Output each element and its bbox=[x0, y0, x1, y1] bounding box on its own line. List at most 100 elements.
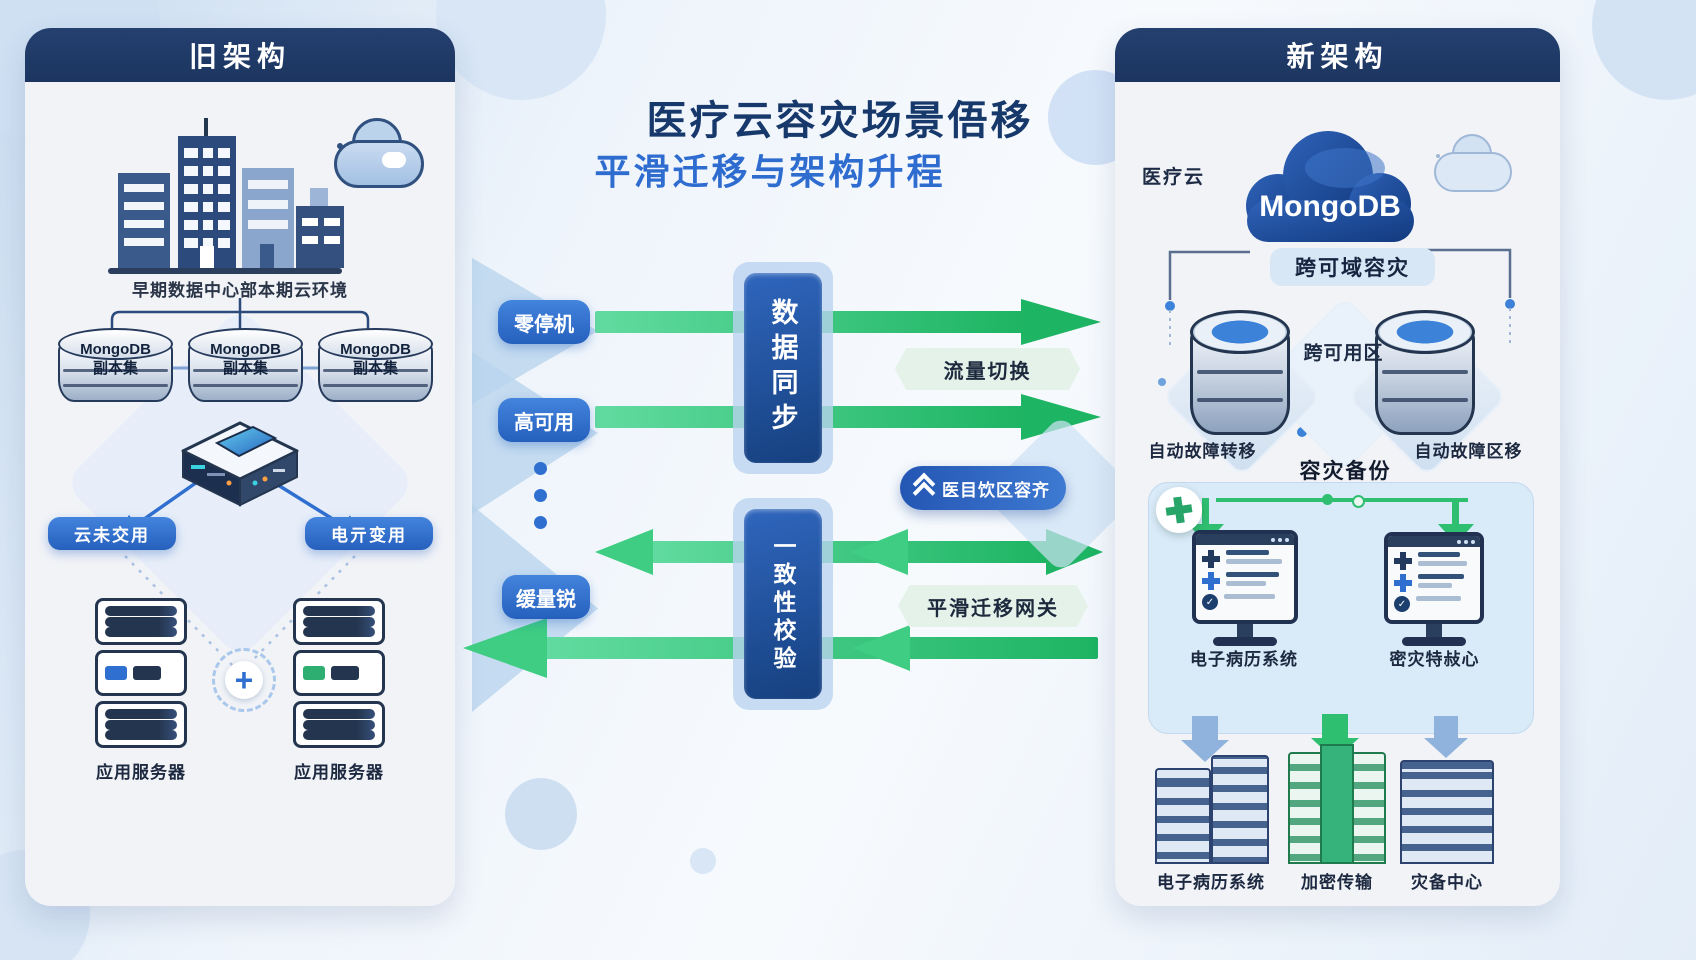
monitor-screen bbox=[1192, 530, 1298, 624]
dr-center-building bbox=[1400, 760, 1494, 864]
gateway-label: 平滑迁移网关 bbox=[898, 585, 1088, 627]
flow-arrow-bidir-mid-head bbox=[850, 529, 908, 575]
bg-circle bbox=[436, 0, 606, 100]
main-title-line2: 平滑迁移与架构升程 bbox=[594, 151, 946, 192]
ellipsis-dot bbox=[534, 516, 547, 529]
old-app-left: 云未交用 bbox=[48, 517, 176, 550]
failover-label-left: 自动故障转移 bbox=[1148, 442, 1257, 461]
hospital-building bbox=[1211, 755, 1269, 864]
cluster-db-right bbox=[1375, 310, 1475, 435]
old-caption: 早期数据中心部本期云环境 bbox=[132, 281, 348, 300]
server-chip bbox=[105, 666, 127, 680]
server-unit-screen bbox=[95, 650, 187, 696]
app-server-label-right: 应用服务器 bbox=[294, 763, 384, 782]
monitor-label-left: 电子病历系统 bbox=[1190, 650, 1298, 669]
router-icon bbox=[181, 421, 299, 507]
ellipsis-dot bbox=[534, 462, 547, 475]
server-unit bbox=[293, 701, 385, 748]
plus-glyph: + bbox=[225, 661, 263, 699]
medical-zone-ribbon-text: 医目饮区容齐 bbox=[942, 480, 1050, 500]
building-label-center: 加密传输 bbox=[1301, 873, 1373, 892]
server-tower-right bbox=[293, 598, 385, 748]
backup-flow-line bbox=[1216, 498, 1468, 502]
server-unit bbox=[293, 598, 385, 645]
cross-region-dr-label: 跨可域容灾 bbox=[1270, 248, 1435, 286]
app-server-label-left: 应用服务器 bbox=[96, 763, 186, 782]
monitor-label-right: 密灾特敊心 bbox=[1389, 650, 1480, 669]
ellipsis-dot bbox=[534, 489, 547, 502]
monitor-titlebar bbox=[1196, 534, 1294, 545]
new-architecture-title: 新架构 bbox=[1286, 41, 1389, 72]
monitor-titlebar bbox=[1388, 536, 1480, 547]
failover-label-right: 自动故障区移 bbox=[1414, 442, 1523, 461]
shield-check-icon bbox=[1202, 594, 1218, 610]
monitor-screen bbox=[1384, 532, 1484, 624]
replica-set-label: MongoDB 副本集 bbox=[188, 341, 303, 379]
replica-name: MongoDB bbox=[210, 341, 281, 358]
backup-flow-dot bbox=[1352, 495, 1365, 508]
flow-arrow-left-mid-head bbox=[852, 625, 910, 671]
dr-backup-title: 容灾备份 bbox=[1299, 460, 1392, 483]
medical-cross-glyph bbox=[1394, 552, 1412, 570]
dr-monitor-right bbox=[1384, 532, 1484, 646]
cross-zone-label: 跨可用区 bbox=[1303, 343, 1384, 364]
cloud-icon bbox=[334, 140, 424, 188]
old-app-right: 电亓变用 bbox=[305, 517, 433, 550]
ehr-monitor-left bbox=[1192, 530, 1298, 646]
main-title-line1: 医疗云容灾场景俉移 bbox=[646, 99, 1034, 143]
mongodb-cloud-icon bbox=[1246, 131, 1414, 242]
bg-circle bbox=[1592, 0, 1696, 100]
cluster-db-left bbox=[1190, 310, 1290, 435]
old-architecture-header: 旧架构 bbox=[25, 28, 455, 82]
medical-cross-glyph bbox=[1394, 574, 1412, 592]
server-chip bbox=[133, 666, 161, 680]
pill-label: 高可用 bbox=[514, 411, 574, 434]
backup-arrow-right-stem bbox=[1452, 498, 1459, 526]
backup-arrow-left-stem bbox=[1202, 498, 1209, 526]
db-cylinder-top bbox=[318, 328, 433, 360]
old-app-right-label: 电亓变用 bbox=[331, 526, 407, 545]
city-buildings-illustration bbox=[108, 118, 344, 274]
flow-arrow-left-big-head bbox=[463, 618, 547, 678]
replica-role: 副本集 bbox=[92, 359, 138, 377]
backup-flow-dot bbox=[1322, 494, 1333, 505]
server-unit bbox=[95, 701, 187, 748]
flow-arrow-right-1-head bbox=[1021, 299, 1101, 345]
bg-circle bbox=[690, 848, 716, 874]
process-box-consistency-check: 一致性校验 bbox=[733, 498, 833, 710]
benefit-pill-zero-downtime: 零停机 bbox=[498, 300, 590, 344]
process-box-label: 一致性校验 bbox=[770, 534, 796, 674]
replica-name: MongoDB bbox=[80, 341, 151, 358]
db-cylinder-top bbox=[58, 328, 173, 360]
old-app-left-label: 云未交用 bbox=[74, 526, 150, 545]
server-chip bbox=[331, 666, 359, 680]
replica-role: 副本集 bbox=[222, 359, 268, 377]
cross-region-dr-text: 跨可域容灾 bbox=[1295, 257, 1410, 280]
new-architecture-header: 新架构 bbox=[1115, 28, 1560, 82]
building-label-right: 灾备中心 bbox=[1411, 873, 1483, 892]
pill-label: 零停机 bbox=[514, 313, 574, 336]
server-unit-screen bbox=[293, 650, 385, 696]
building-label-left: 电子病历系统 bbox=[1157, 873, 1265, 892]
down-arrow-green-center bbox=[1322, 714, 1348, 740]
replica-set-3: MongoDB 副本集 bbox=[318, 328, 433, 402]
hospital-building bbox=[1155, 768, 1211, 864]
db-cylinder-top bbox=[1375, 310, 1475, 354]
replica-set-2: MongoDB 副本集 bbox=[188, 328, 303, 402]
pill-label: 缓量锐 bbox=[516, 588, 576, 611]
encrypted-transfer-building-core bbox=[1320, 744, 1354, 864]
down-arrow-blue-right-head bbox=[1424, 738, 1468, 758]
down-arrow-blue-right bbox=[1434, 716, 1458, 740]
benefit-pill-incremental: 缓量锐 bbox=[502, 575, 590, 619]
process-box-data-sync: 数据同步 bbox=[733, 262, 833, 474]
flow-arrow-bidir-left-head bbox=[595, 529, 653, 575]
medical-cross-glyph bbox=[1202, 572, 1220, 590]
double-chevron-up-icon bbox=[912, 472, 936, 504]
mongodb-cloud-brand: MongoDB bbox=[1259, 190, 1401, 223]
server-chip bbox=[303, 666, 325, 680]
replica-set-label: MongoDB 副本集 bbox=[58, 341, 173, 379]
gateway-text: 平滑迁移网关 bbox=[927, 597, 1059, 620]
benefit-pill-high-availability: 高可用 bbox=[498, 398, 590, 442]
replica-set-1: MongoDB 副本集 bbox=[58, 328, 173, 402]
